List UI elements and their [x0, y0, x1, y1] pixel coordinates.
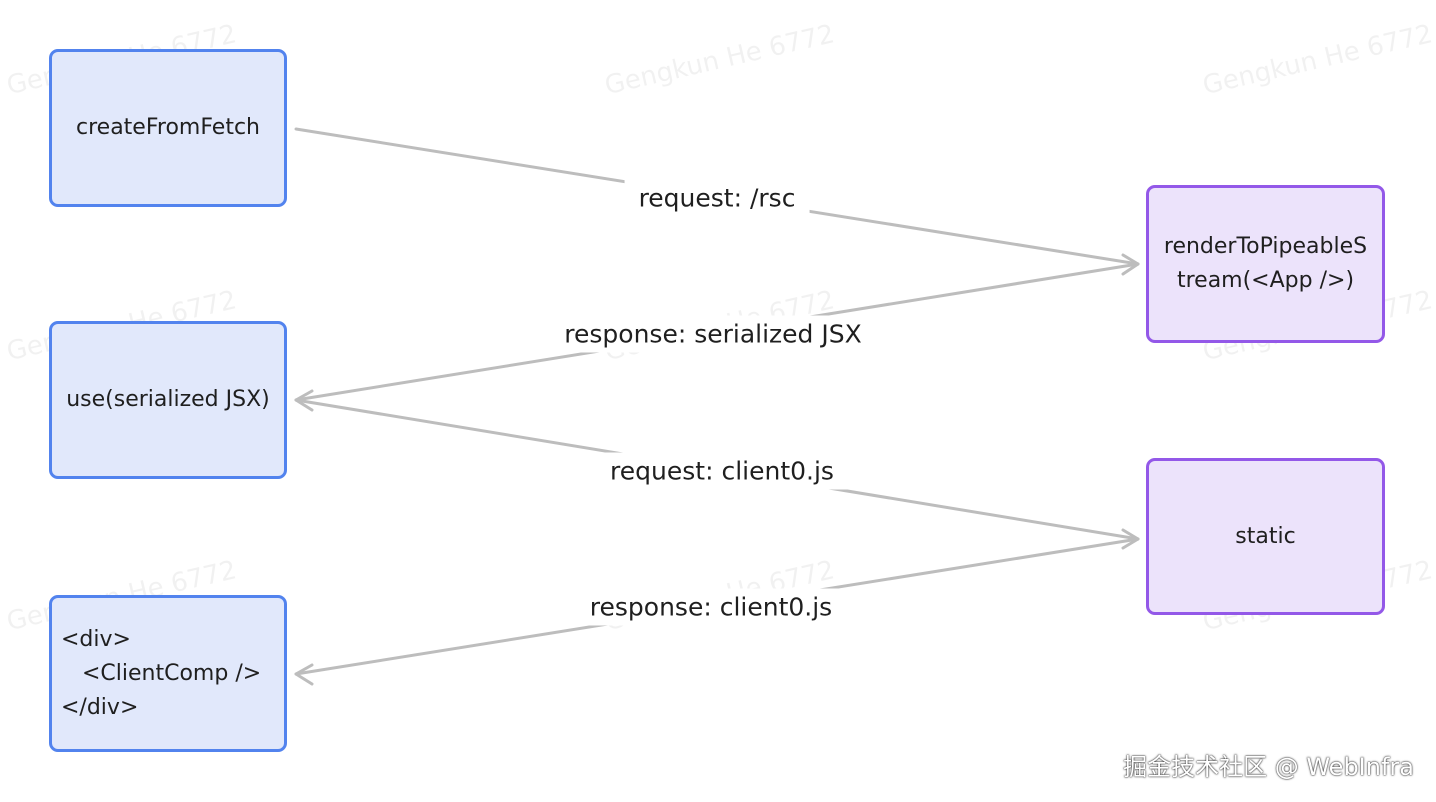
- edge-label-response-serialized-jsx: response: serialized JSX: [550, 315, 876, 353]
- node-label: use(serialized JSX): [66, 387, 270, 412]
- footer-credit: 掘金技术社区 @ WebInfra: [1123, 753, 1414, 781]
- node-create-from-fetch: createFromFetch: [49, 49, 287, 207]
- edge-label-response-client0: response: client0.js: [575, 588, 847, 626]
- edge-label-request-rsc: request: /rsc: [624, 179, 810, 217]
- node-render-to-pipeable-stream: renderToPipeableStream(<App />): [1146, 185, 1385, 343]
- node-client-comp-tree: <div> <ClientComp /> </div>: [49, 595, 287, 752]
- edge-label-request-client0: request: client0.js: [596, 452, 848, 490]
- node-use-serialized-jsx: use(serialized JSX): [49, 321, 287, 479]
- node-label: <div> <ClientComp /> </div>: [61, 626, 262, 720]
- node-label: static: [1235, 523, 1296, 549]
- node-label: renderToPipeableStream(<App />): [1163, 234, 1368, 293]
- edge-response-client0-arrowhead: [294, 663, 314, 686]
- node-static: static: [1146, 458, 1385, 615]
- node-label: createFromFetch: [76, 115, 260, 140]
